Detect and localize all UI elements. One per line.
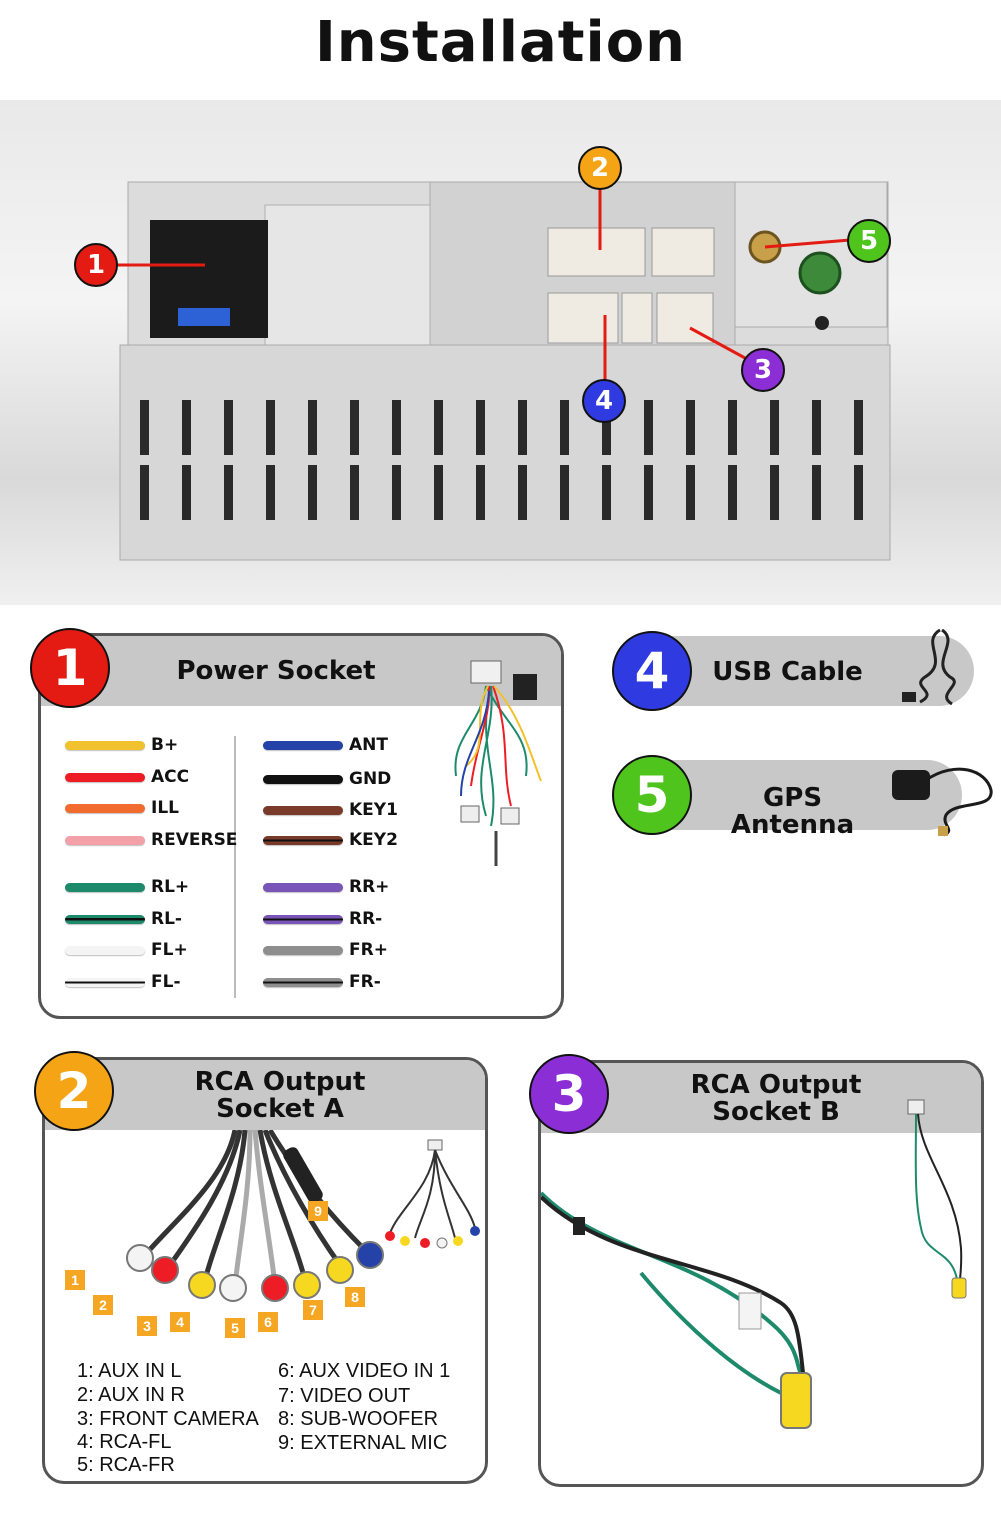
callout-badge-usb: 4 — [582, 379, 626, 423]
gps-antenna-title: GPS Antenna — [730, 783, 855, 840]
callout-badge-gps: 5 — [847, 219, 891, 263]
wire-swatch — [65, 772, 145, 782]
rca-a-legend-item: 7: VIDEO OUT — [278, 1385, 411, 1407]
wire-swatch — [263, 945, 343, 955]
wire-label: ACC — [151, 767, 190, 787]
rca-socket-a-title-line2: Socket A — [216, 1094, 344, 1124]
wire-label: FL+ — [151, 940, 188, 960]
wire-label: REVERSE — [151, 830, 238, 850]
wire-reverse: REVERSE — [65, 829, 237, 851]
wire-column-divider — [234, 736, 236, 998]
rca-a-tag: 5 — [225, 1318, 245, 1338]
rca-a-legend-item: 1: AUX IN L — [77, 1360, 182, 1382]
wire-swatch — [65, 803, 145, 813]
callout-badge-power: 1 — [74, 243, 118, 287]
power-socket-title: Power Socket — [176, 656, 376, 686]
rca-socket-a-panel: RCA Output Socket A 1 2 3 4 5 6 7 8 9 1:… — [42, 1057, 488, 1484]
wire-label: ANT — [349, 735, 388, 755]
wire-swatch — [65, 945, 145, 955]
rca-a-legend-item: 9: EXTERNAL MIC — [278, 1432, 448, 1454]
rca-a-tag: 1 — [65, 1270, 85, 1290]
rca-a-legend-item: 2: AUX IN R — [77, 1384, 185, 1406]
rca-a-harness-image — [126, 1130, 384, 1302]
wire-label: KEY1 — [349, 800, 398, 820]
wire-label: RL- — [151, 909, 182, 929]
rca-socket-b-number-badge: 3 — [529, 1054, 609, 1134]
wire-label: KEY2 — [349, 830, 398, 850]
wire-rr-minus: RR- — [263, 908, 382, 930]
rca-a-tag: 4 — [170, 1312, 190, 1332]
rca-socket-a-number-badge: 2 — [34, 1051, 114, 1131]
rca-b-harness-image — [541, 1191, 812, 1429]
usb-cable-image — [902, 628, 956, 706]
rca-socket-a-title-line1: RCA Output — [194, 1067, 366, 1097]
rca-b-small-harness-image — [907, 1099, 967, 1299]
rca-a-legend-item: 4: RCA-FL — [77, 1431, 172, 1453]
wire-swatch — [263, 774, 343, 784]
wire-fl-plus: FL+ — [65, 939, 188, 961]
rca-a-legend-item: 3: FRONT CAMERA — [77, 1408, 259, 1430]
wire-ill: ILL — [65, 797, 179, 819]
rca-socket-a-header — [45, 1060, 485, 1130]
wire-swatch — [65, 740, 145, 750]
wire-rr-plus: RR+ — [263, 876, 389, 898]
wire-fl-minus: FL- — [65, 971, 181, 993]
usb-cable-title: USB Cable — [712, 657, 863, 687]
rca-a-legend-item: 5: RCA-FR — [77, 1454, 175, 1476]
gps-antenna-image — [892, 767, 993, 837]
wire-label: FR+ — [349, 940, 388, 960]
gps-antenna-number-badge: 5 — [612, 755, 692, 835]
rca-socket-b-header — [541, 1063, 981, 1133]
wire-swatch — [65, 977, 145, 987]
wire-swatch — [263, 914, 343, 924]
callout-badge-rca-b: 3 — [741, 348, 785, 392]
wire-fr-minus: FR- — [263, 971, 381, 993]
wire-label: GND — [349, 769, 392, 789]
wire-b-plus: B+ — [65, 734, 178, 756]
rca-a-tag: 3 — [137, 1316, 157, 1336]
wire-label: RL+ — [151, 877, 190, 897]
rca-a-tag: 2 — [93, 1295, 113, 1315]
wire-label: FR- — [349, 972, 381, 992]
rca-socket-b-panel: RCA Output Socket B — [538, 1060, 984, 1487]
wire-label: RR+ — [349, 877, 390, 897]
power-socket-number-badge: 1 — [30, 628, 110, 708]
wire-fr-plus: FR+ — [263, 939, 388, 961]
usb-cable-number-badge: 4 — [612, 631, 692, 711]
head-unit-rear-illustration — [115, 181, 891, 561]
rca-socket-b-title-line2: Socket B — [712, 1097, 840, 1127]
callout-badge-rca-a: 2 — [578, 146, 622, 190]
wire-ant: ANT — [263, 734, 388, 756]
wire-label: B+ — [151, 735, 179, 755]
rca-socket-b-title-line1: RCA Output — [690, 1070, 862, 1100]
wire-swatch — [65, 882, 145, 892]
wire-rl-minus: RL- — [65, 908, 182, 930]
wire-swatch — [65, 914, 145, 924]
wire-swatch — [263, 882, 343, 892]
rca-a-legend-item: 8: SUB-WOOFER — [278, 1408, 439, 1430]
wire-rl-plus: RL+ — [65, 876, 189, 898]
rca-a-tag: 6 — [258, 1312, 278, 1332]
wire-swatch — [263, 835, 343, 845]
wire-acc: ACC — [65, 766, 189, 788]
rca-a-tag: 7 — [303, 1300, 323, 1320]
wire-label: FL- — [151, 972, 181, 992]
wire-swatch — [263, 805, 343, 815]
wire-gnd: GND — [263, 768, 391, 790]
wire-key2: KEY2 — [263, 829, 398, 851]
rca-a-legend-item: 6: AUX VIDEO IN 1 — [278, 1360, 451, 1382]
wire-label: RR- — [349, 909, 383, 929]
wire-label: ILL — [151, 798, 179, 818]
rca-a-tag: 9 — [308, 1201, 328, 1221]
rca-a-tag: 8 — [345, 1287, 365, 1307]
power-socket-panel: Power Socket B+ ACC ILL REVERSE RL+ RL- … — [38, 633, 564, 1019]
page-title: Installation — [314, 10, 687, 75]
wire-swatch — [263, 977, 343, 987]
wiring-harness-image — [454, 660, 542, 866]
wire-key1: KEY1 — [263, 799, 398, 821]
rca-a-small-harness-image — [385, 1139, 480, 1249]
wire-swatch — [65, 835, 145, 845]
wire-swatch — [263, 740, 343, 750]
